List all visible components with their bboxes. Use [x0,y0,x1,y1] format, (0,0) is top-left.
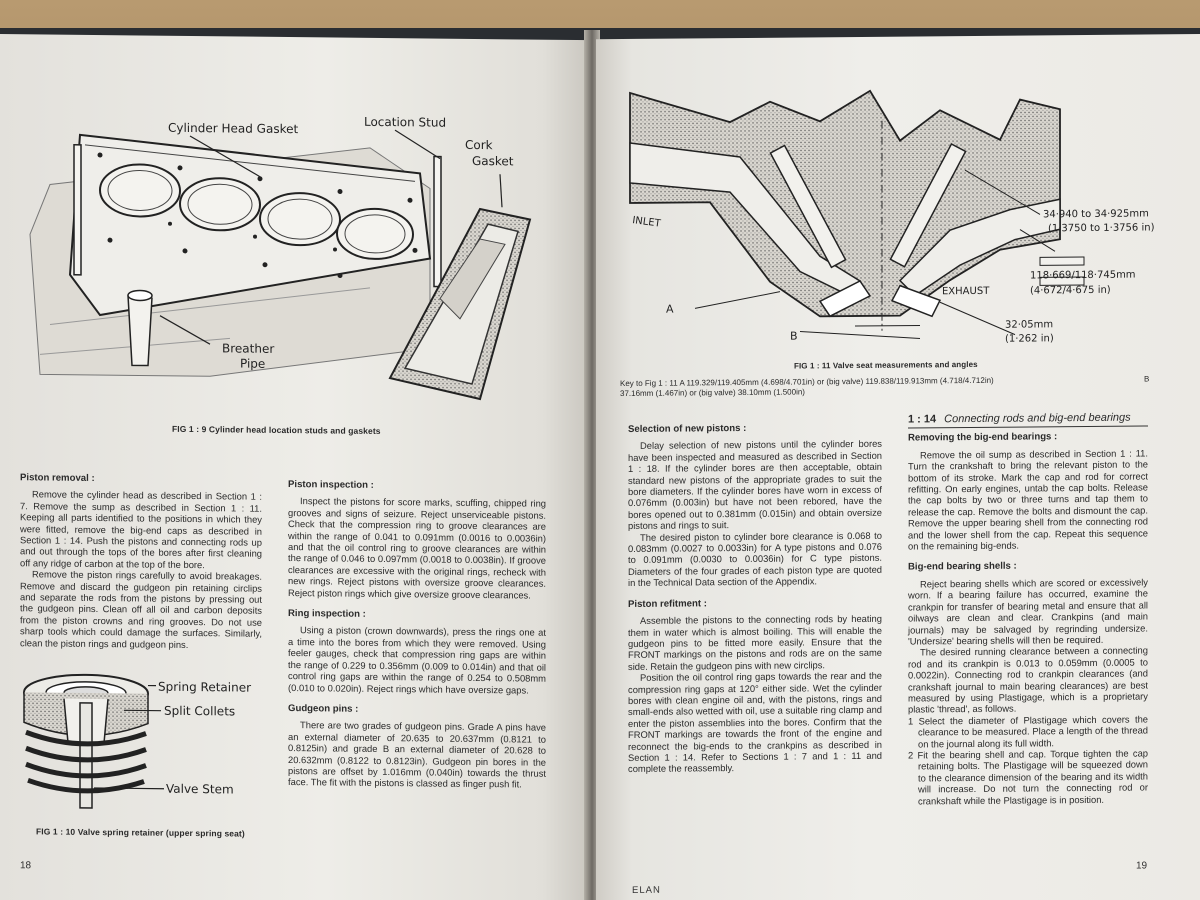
label-inlet: INLET [632,215,663,230]
fig-1-10-diagram: Spring Retainer Split Collets Valve Stem [23,673,251,809]
page-footer-title: ELAN [632,884,661,896]
column-connecting-rods: 1 : 14 Connecting rods and big-end bearin… [908,412,1148,806]
column-piston-removal: Piston removal : Remove the cylinder hea… [20,472,262,651]
fig-1-11-diagram: INLET EXHAUST A B 34·940 to 34·925mm (1·… [629,89,1155,345]
heading-big-end-shells: Big-end bearing shells : [908,561,1017,574]
page-number-left: 18 [20,860,32,872]
paragraph: The desired piston to cylinder bore clea… [628,529,882,589]
paragraph: Position the oil control ring gaps towar… [628,669,882,775]
heading-ring-inspection: Ring inspection : [288,608,366,620]
label-split-collets: Split Collets [164,704,235,719]
step-2: 2 Fit the bearing shell and cap. Torque … [908,747,1148,807]
heading-gudgeon-pins: Gudgeon pins : [288,702,359,715]
measurement-3-mm: 32·05mm [1005,319,1053,330]
paragraph: Assemble the pistons to the connecting r… [628,612,882,672]
paragraph: Remove the piston rings carefully to avo… [20,568,262,650]
label-gasket: Gasket [472,154,514,168]
label-a: A [666,303,674,316]
column-selection-new-pistons: Selection of new pistons : Delay selecti… [628,422,882,775]
label-exhaust: EXHAUST [942,286,990,297]
section-number: 1 : 14 [908,413,937,426]
label-b: B [790,330,798,343]
paragraph: Remove the oil sump as described in Sect… [908,447,1148,552]
right-page: INLET EXHAUST A B 34·940 to 34·925mm (1·… [596,34,1200,900]
paragraph: Inspect the pistons for score marks, scu… [288,495,546,601]
paragraph: Using a piston (crown downwards), press … [288,624,546,696]
heading-piston-refitment: Piston refitment : [628,597,707,610]
label-spring-retainer: Spring Retainer [158,680,251,695]
paragraph: Reject bearing shells which are scored o… [908,576,1148,647]
key-label-b: B [1144,374,1150,384]
heading-piston-inspection: Piston inspection : [288,479,374,491]
fig-1-10-caption: FIG 1 : 10 Valve spring retainer (upper … [36,826,245,839]
fig-1-9-diagram: Cylinder Head Gasket Location Stud Cork … [29,115,532,401]
label-valve-stem: Valve Stem [166,782,234,797]
fig-1-9-caption: FIG 1 : 9 Cylinder head location studs a… [172,423,381,436]
heading-piston-removal: Piston removal : [20,472,95,484]
paragraph: Remove the cylinder head as described in… [20,488,262,570]
fig-1-11-caption: FIG 1 : 11 Valve seat measurements and a… [794,359,978,371]
heading-selection-new-pistons: Selection of new pistons : [628,422,747,435]
plastigage-steps: 1 Select the diameter of Plastigage whic… [908,713,1148,806]
column-piston-inspection: Piston inspection : Inspect the pistons … [288,479,546,790]
measurement-3-in: (1·262 in) [1005,333,1054,344]
measurement-1-mm: 34·940 to 34·925mm [1043,208,1149,220]
label-location-stud: Location Stud [364,115,446,130]
section-heading-1-14: 1 : 14 Connecting rods and big-end bearin… [908,412,1148,429]
label-cylinder-head-gasket: Cylinder Head Gasket [168,121,298,136]
section-title: Connecting rods and big-end bearings [944,411,1131,426]
measurement-2-in: (4·672/4·675 in) [1030,285,1111,297]
page-number-right: 19 [1136,860,1148,872]
paragraph: The desired running clearance between a … [908,644,1148,715]
label-pipe: Pipe [240,357,265,371]
measurement-2-mm: 118·669/118·745mm [1030,270,1136,282]
left-page: Cylinder Head Gasket Location Stud Cork … [0,34,590,900]
heading-removing-big-end: Removing the big-end bearings : [908,431,1058,444]
label-breather: Breather [222,341,274,356]
paragraph: There are two grades of gudgeon pins. Gr… [288,719,546,790]
fig-1-11-key: Key to Fig 1 : 11 A 119.329/119.405mm (4… [620,375,1130,399]
label-cork: Cork [465,138,493,152]
paragraph: Delay selection of new pistons until the… [628,438,882,532]
step-1: 1 Select the diameter of Plastigage whic… [908,713,1148,750]
measurement-1-in: (1·3750 to 1·3756 in) [1048,222,1155,234]
